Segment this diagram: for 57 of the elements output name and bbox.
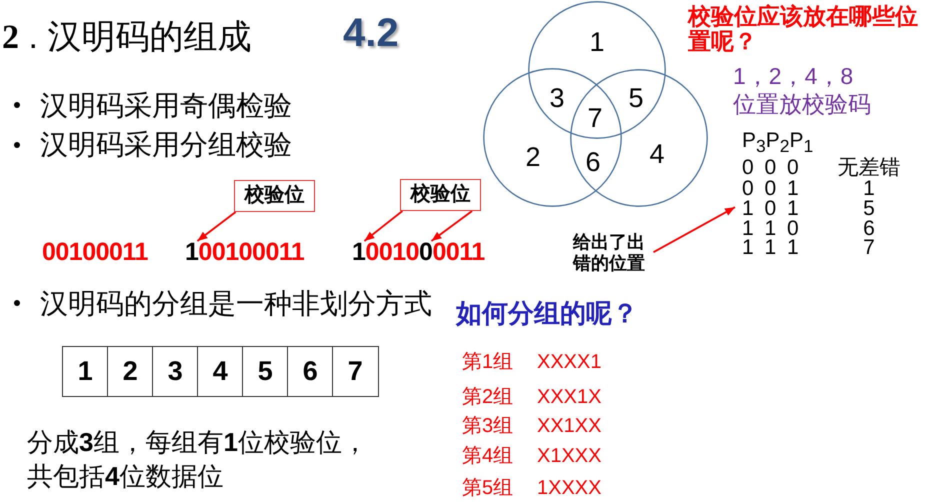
bit-cell: 2	[107, 346, 154, 397]
arrow	[196, 211, 236, 242]
section-number: 4.2	[343, 10, 399, 56]
column-header: P$_{3}$P$_{2}$P$_{1}$	[742, 130, 814, 158]
region-number: 7	[587, 103, 603, 133]
bullet-text: 汉明码的分组是一种非划分方式	[40, 287, 432, 321]
result-text: 5	[863, 198, 875, 220]
summary-text: 分成3组，每组有1位校验位，共包括4位数据位	[27, 426, 369, 493]
group-pattern: 1XXXX	[537, 476, 602, 500]
bit-cell: 4	[197, 346, 244, 397]
bit-string: 00100011	[42, 241, 148, 263]
syndrome-bits: 0 0 1	[742, 178, 799, 200]
bit-string: 1001000011	[352, 241, 485, 263]
result-text: 无差错	[838, 157, 900, 179]
bit-cell: 5	[242, 346, 288, 397]
callout-box: 校验位	[400, 179, 481, 211]
group-name: 第1组	[462, 350, 514, 374]
question-text: 如何分组的呢？	[456, 297, 638, 329]
bit-cell: 3	[152, 346, 198, 397]
region-number: 1	[589, 27, 605, 57]
group-name: 第4组	[462, 444, 514, 468]
syndrome-bits: 1 1 0	[742, 218, 799, 240]
bit-cell: 6	[287, 346, 334, 397]
arrow	[430, 210, 473, 242]
region-number: 4	[649, 139, 665, 169]
venn-circle	[528, 1, 666, 139]
result-text: 6	[863, 218, 875, 240]
region-number: 3	[549, 83, 565, 113]
result-text: 7	[863, 237, 875, 259]
group-pattern: X1XXX	[537, 444, 602, 468]
syndrome-bits: 1 0 1	[742, 198, 799, 220]
venn-circle	[570, 69, 708, 207]
group-pattern: XXXX1	[537, 350, 602, 374]
region-number: 5	[628, 83, 644, 113]
group-pattern: XX1XX	[537, 414, 602, 438]
callout-box: 校验位	[234, 180, 315, 212]
arrow	[364, 210, 403, 242]
group-name: 第5组	[462, 476, 514, 500]
group-pattern: XXX1X	[537, 385, 602, 409]
note-text: 1，2，4，8位置放校验码	[733, 62, 872, 118]
result-text: 1	[863, 178, 875, 200]
group-name: 第2组	[462, 385, 514, 409]
slide-title: 2 . 汉明码的组成	[2, 17, 252, 58]
group-name: 第3组	[462, 414, 514, 438]
venn-circle	[483, 68, 622, 207]
arrow	[653, 206, 736, 253]
bit-string: 100100011	[185, 241, 304, 263]
note-text: 给出了出错的位置	[573, 232, 650, 274]
syndrome-bits: 1 1 1	[742, 237, 799, 259]
syndrome-bits: 0 0 0	[742, 157, 799, 179]
bullet-text: 汉明码采用分组校验	[40, 128, 292, 162]
bit-cell: 1	[62, 346, 108, 397]
bullet-text: 汉明码采用奇偶检验	[40, 89, 292, 123]
region-number: 6	[585, 147, 601, 177]
region-number: 2	[525, 142, 541, 172]
bit-cell: 7	[332, 346, 378, 397]
question-text: 校验位应该放在哪些位置呢？	[688, 4, 919, 54]
